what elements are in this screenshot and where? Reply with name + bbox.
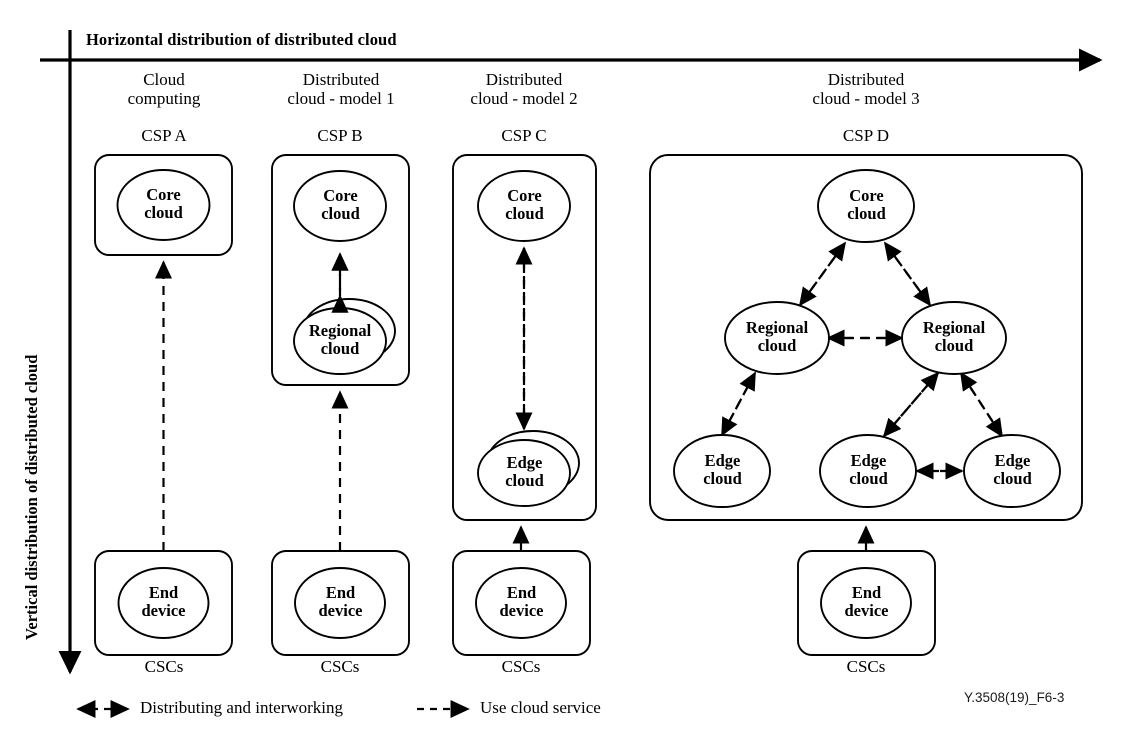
node-core-cloud-b (293, 170, 387, 242)
horizontal-axis-label: Horizontal distribution of distributed c… (86, 30, 397, 49)
node-core-cloud-d (817, 169, 915, 243)
csp-c-panel (452, 154, 597, 521)
arrow-d-edge1-regl (721, 371, 756, 436)
column-title-cloud-computing: Cloud computing (127, 70, 201, 109)
figure-id-label: Y.3508(19)_F6-3 (964, 690, 1065, 705)
node-edge-cloud-d-2 (819, 434, 917, 508)
node-end-device-c (475, 567, 567, 639)
csp-label-a: CSP A (141, 126, 187, 145)
arrow-d-edge2-regr (883, 371, 940, 437)
csc-c-panel (452, 550, 591, 656)
node-regional-cloud-d-right (901, 301, 1007, 375)
arrow-d-edge3-regr (960, 371, 1003, 437)
node-regional-cloud-d-left (724, 301, 830, 375)
column-title-model-1: Distributed cloud - model 1 (287, 70, 395, 109)
csp-label-b: CSP B (317, 126, 363, 145)
node-end-device-b (294, 567, 386, 639)
column-title-model-2: Distributed cloud - model 2 (470, 70, 578, 109)
node-core-cloud-c (477, 170, 571, 242)
vertical-axis-label: Vertical distribution of distributed clo… (22, 354, 41, 640)
csc-label-a: CSCs (144, 657, 184, 676)
node-edge-cloud-d-1 (673, 434, 771, 508)
arrow-d-regr-edge2 (882, 372, 939, 438)
csc-a-panel (94, 550, 233, 656)
node-end-device-a (117, 567, 210, 639)
csp-a-panel (94, 154, 233, 256)
legend-label-use-cloud-service: Use cloud service (480, 698, 601, 717)
csp-b-panel (271, 154, 410, 386)
csc-b-panel (271, 550, 410, 656)
column-title-model-3: Distributed cloud - model 3 (812, 70, 920, 109)
arrow-d-regr-core (883, 241, 931, 306)
node-core-cloud-a (116, 169, 211, 241)
legend-label-distributing: Distributing and interworking (140, 698, 344, 717)
csp-label-d: CSP D (842, 126, 890, 145)
csc-d-panel (797, 550, 936, 656)
node-edge-cloud-c (477, 439, 571, 507)
csc-label-d: CSCs (846, 657, 886, 676)
csp-d-connections (721, 241, 1003, 480)
node-edge-cloud-d-3 (963, 434, 1061, 508)
csp-label-c: CSP C (501, 126, 547, 145)
node-end-device-d (820, 567, 912, 639)
csc-label-c: CSCs (501, 657, 541, 676)
arrow-d-regl-core (799, 241, 847, 306)
node-regional-cloud-b (293, 307, 387, 375)
csc-label-b: CSCs (320, 657, 360, 676)
csp-d-panel (649, 154, 1083, 521)
